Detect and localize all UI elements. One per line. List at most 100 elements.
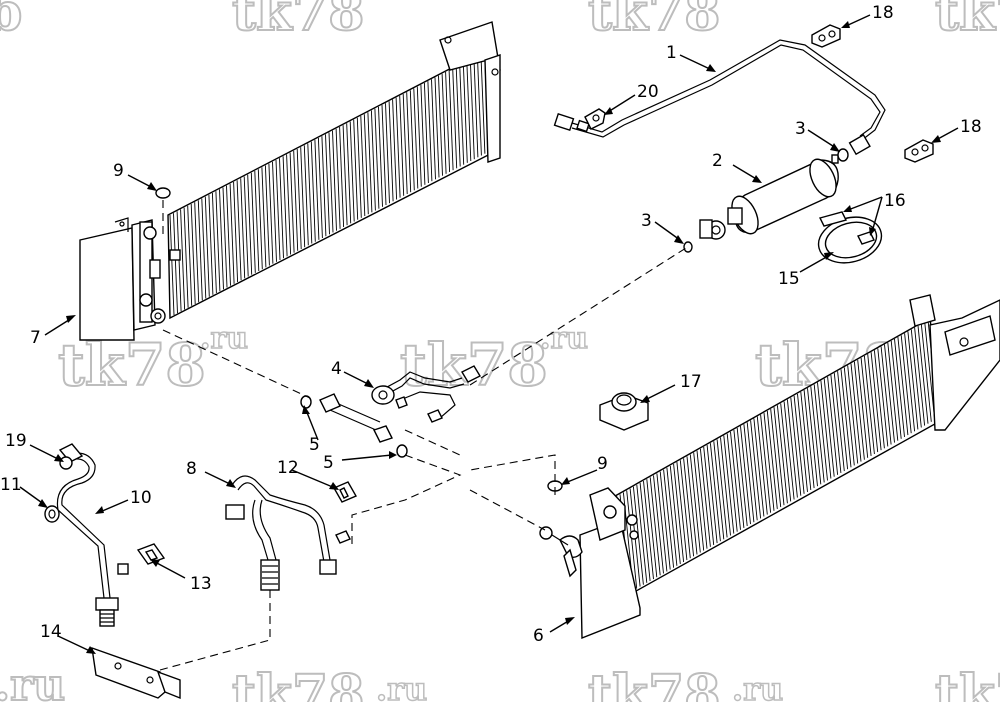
left-fin: [346, 123, 352, 224]
callout-3-mid: 3: [641, 211, 652, 231]
right-fin: [837, 371, 849, 470]
right-fin: [679, 460, 691, 559]
right-fin: [699, 448, 711, 547]
right-fin: [733, 429, 745, 528]
right-fin: [917, 325, 929, 424]
left-fin: [303, 145, 309, 246]
left-fin: [476, 55, 482, 156]
left-fin: [374, 108, 380, 209]
left-fin: [219, 189, 224, 290]
right-fin: [894, 338, 905, 437]
watermark-bottom-2: tk78: [588, 664, 720, 702]
right-fin: [817, 382, 828, 481]
clip-18-top: [811, 24, 841, 48]
left-fin: [402, 93, 408, 195]
callout-14: 14: [40, 622, 62, 642]
watermark-bottom-3: tk78: [935, 664, 1000, 702]
switch-13: [136, 543, 166, 565]
left-fin: [264, 165, 270, 266]
right-fin: [646, 479, 658, 578]
callout-20: 20: [637, 82, 659, 102]
left-fin: [187, 205, 193, 306]
left-fin: [360, 115, 366, 217]
right-fin: [763, 412, 775, 511]
right-condenser-fins: [609, 319, 939, 599]
right-fin: [877, 348, 889, 447]
right-fin: [910, 329, 922, 428]
left-fin: [328, 132, 334, 233]
pipe-1: [553, 39, 886, 156]
left-fin: [413, 88, 419, 189]
left-fin: [339, 126, 345, 228]
right-fin: [649, 477, 661, 576]
left-fin: [332, 130, 337, 231]
right-fin: [890, 340, 902, 439]
right-fin: [863, 355, 875, 455]
left-fin: [236, 180, 242, 281]
hose-10: [56, 452, 129, 627]
left-fin: [349, 121, 355, 222]
left-fin: [406, 92, 412, 193]
left-fin: [363, 114, 369, 215]
left-fin: [310, 141, 316, 242]
left-fin: [300, 147, 306, 248]
routing-lines: [159, 200, 687, 671]
left-fin: [307, 143, 313, 244]
left-fin: [378, 106, 383, 207]
left-fin: [229, 183, 235, 284]
left-fin: [180, 209, 186, 310]
right-fin: [746, 422, 758, 521]
right-fin: [643, 481, 654, 580]
left-fin: [240, 178, 246, 279]
right-fin: [686, 456, 698, 555]
left-fin: [314, 139, 320, 240]
right-fin: [840, 369, 852, 468]
pressure-switch-17: [599, 392, 649, 431]
right-fin: [880, 346, 892, 445]
left-fin: [367, 112, 373, 213]
callout-5-lower: 5: [323, 453, 334, 473]
right-fin: [639, 482, 651, 581]
left-fin: [226, 185, 231, 286]
callout-4: 4: [331, 359, 342, 379]
left-fin: [250, 172, 256, 273]
right-fin: [736, 427, 748, 527]
right-fin: [853, 361, 865, 460]
callout-10: 10: [130, 488, 152, 508]
right-fin: [786, 399, 798, 498]
right-fin: [720, 437, 731, 536]
receiver-drier: [699, 154, 839, 240]
left-fin: [445, 71, 451, 173]
right-fin: [797, 393, 808, 492]
left-fin: [222, 187, 228, 288]
right-fin: [870, 352, 882, 451]
right-fin: [897, 337, 909, 436]
right-fin: [766, 410, 778, 509]
right-fin: [673, 463, 685, 563]
right-fin: [693, 452, 705, 551]
right-fin: [793, 395, 805, 494]
right-fin: [753, 418, 765, 517]
right-fin: [659, 471, 671, 570]
right-fin: [860, 357, 872, 456]
right-fin: [780, 403, 792, 502]
watermark-bottom-2-ru: .ru: [732, 670, 783, 702]
left-fin: [197, 200, 203, 301]
tee-fitting-4: [319, 365, 481, 443]
right-fin: [743, 424, 755, 523]
left-fin: [325, 134, 330, 235]
clip-20: [584, 108, 606, 130]
left-fin: [441, 73, 447, 174]
left-fin: [420, 84, 426, 185]
right-fin: [830, 374, 842, 473]
right-fin: [914, 327, 926, 426]
right-fin: [924, 321, 936, 420]
watermark-mid-2-ru: .ru: [540, 321, 588, 356]
callout-17: 17: [680, 372, 702, 392]
left-fin: [459, 64, 465, 165]
right-fin: [723, 435, 735, 534]
right-fin: [776, 405, 788, 504]
right-fin: [857, 359, 869, 458]
watermark-mid-1: tk78: [58, 331, 206, 399]
right-fin: [827, 376, 839, 475]
